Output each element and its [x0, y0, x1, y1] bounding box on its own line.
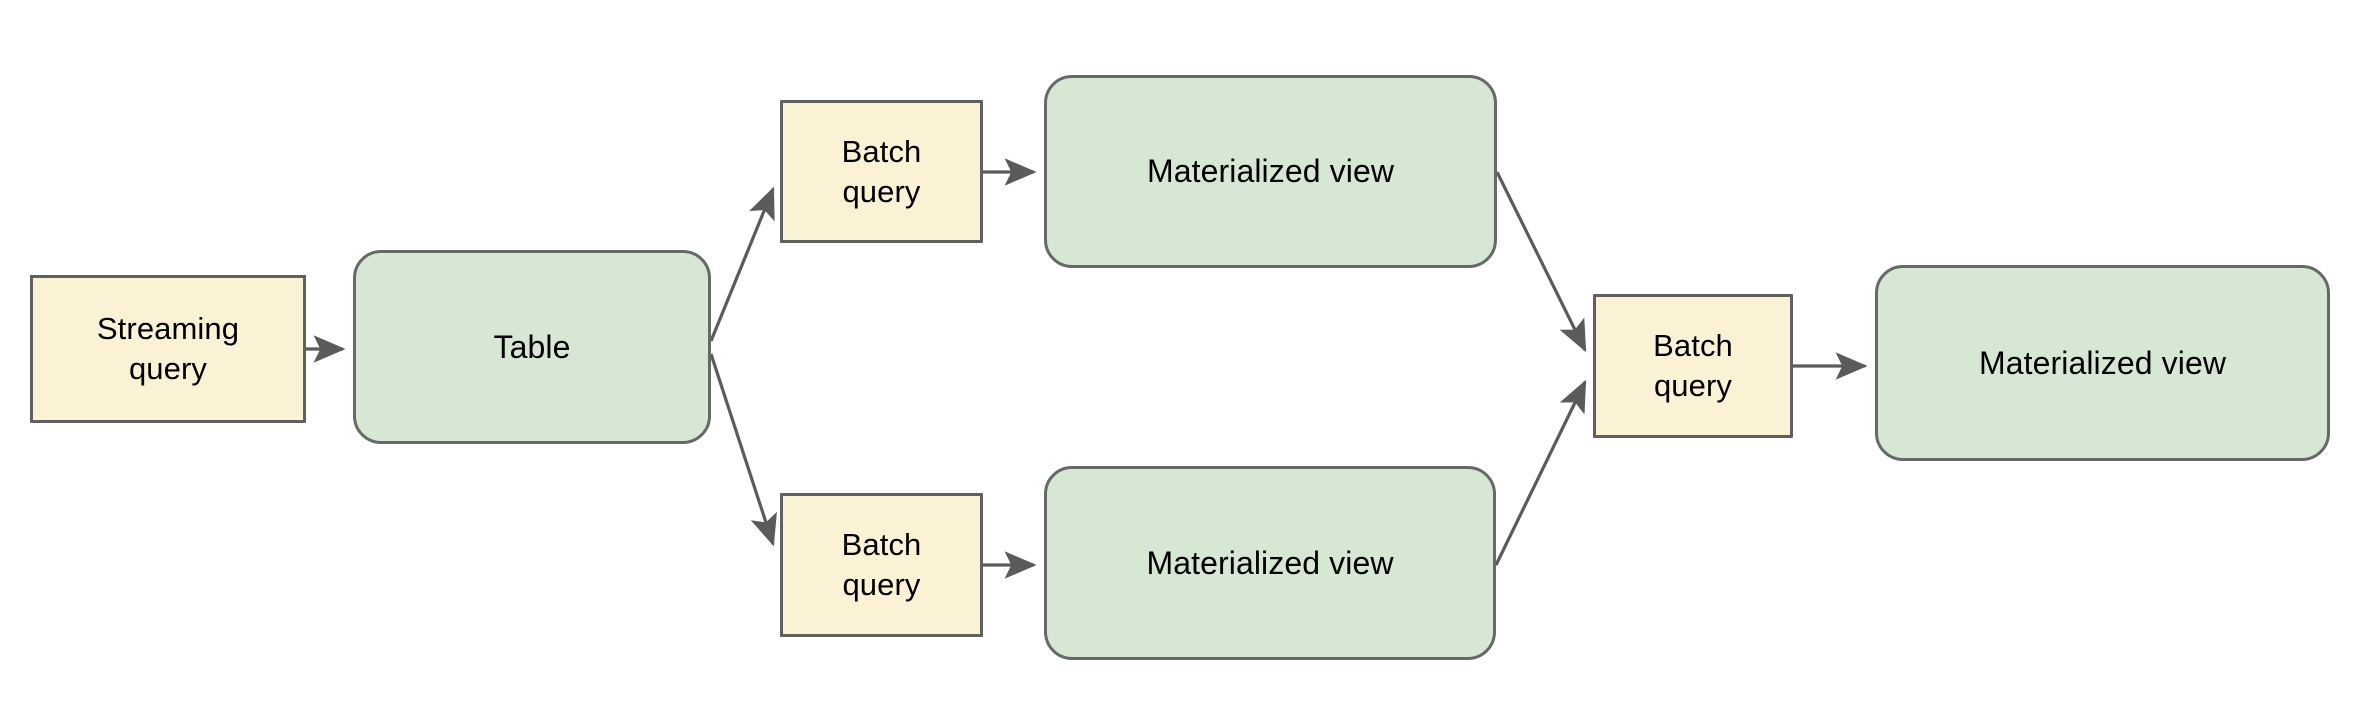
edge-table-to-batch-query-bottom: [709, 353, 777, 547]
node-batch-query-bottom[interactable]: Batch query: [780, 493, 983, 637]
node-batch-query-top[interactable]: Batch query: [780, 100, 983, 243]
node-materialized-view-top[interactable]: Materialized view: [1044, 75, 1497, 268]
edge-materialized-view-top-to-batch-query-center: [1495, 171, 1587, 353]
edge-materialized-view-bottom-to-batch-query-center: [1494, 379, 1587, 566]
node-materialized-view-right[interactable]: Materialized view: [1875, 265, 2330, 461]
node-materialized-view-bottom[interactable]: Materialized view: [1044, 466, 1496, 660]
node-table[interactable]: Table: [353, 250, 711, 444]
node-batch-query-center[interactable]: Batch query: [1593, 294, 1793, 438]
edge-table-to-batch-query-top: [709, 186, 775, 342]
node-streaming-query[interactable]: Streaming query: [30, 275, 306, 423]
